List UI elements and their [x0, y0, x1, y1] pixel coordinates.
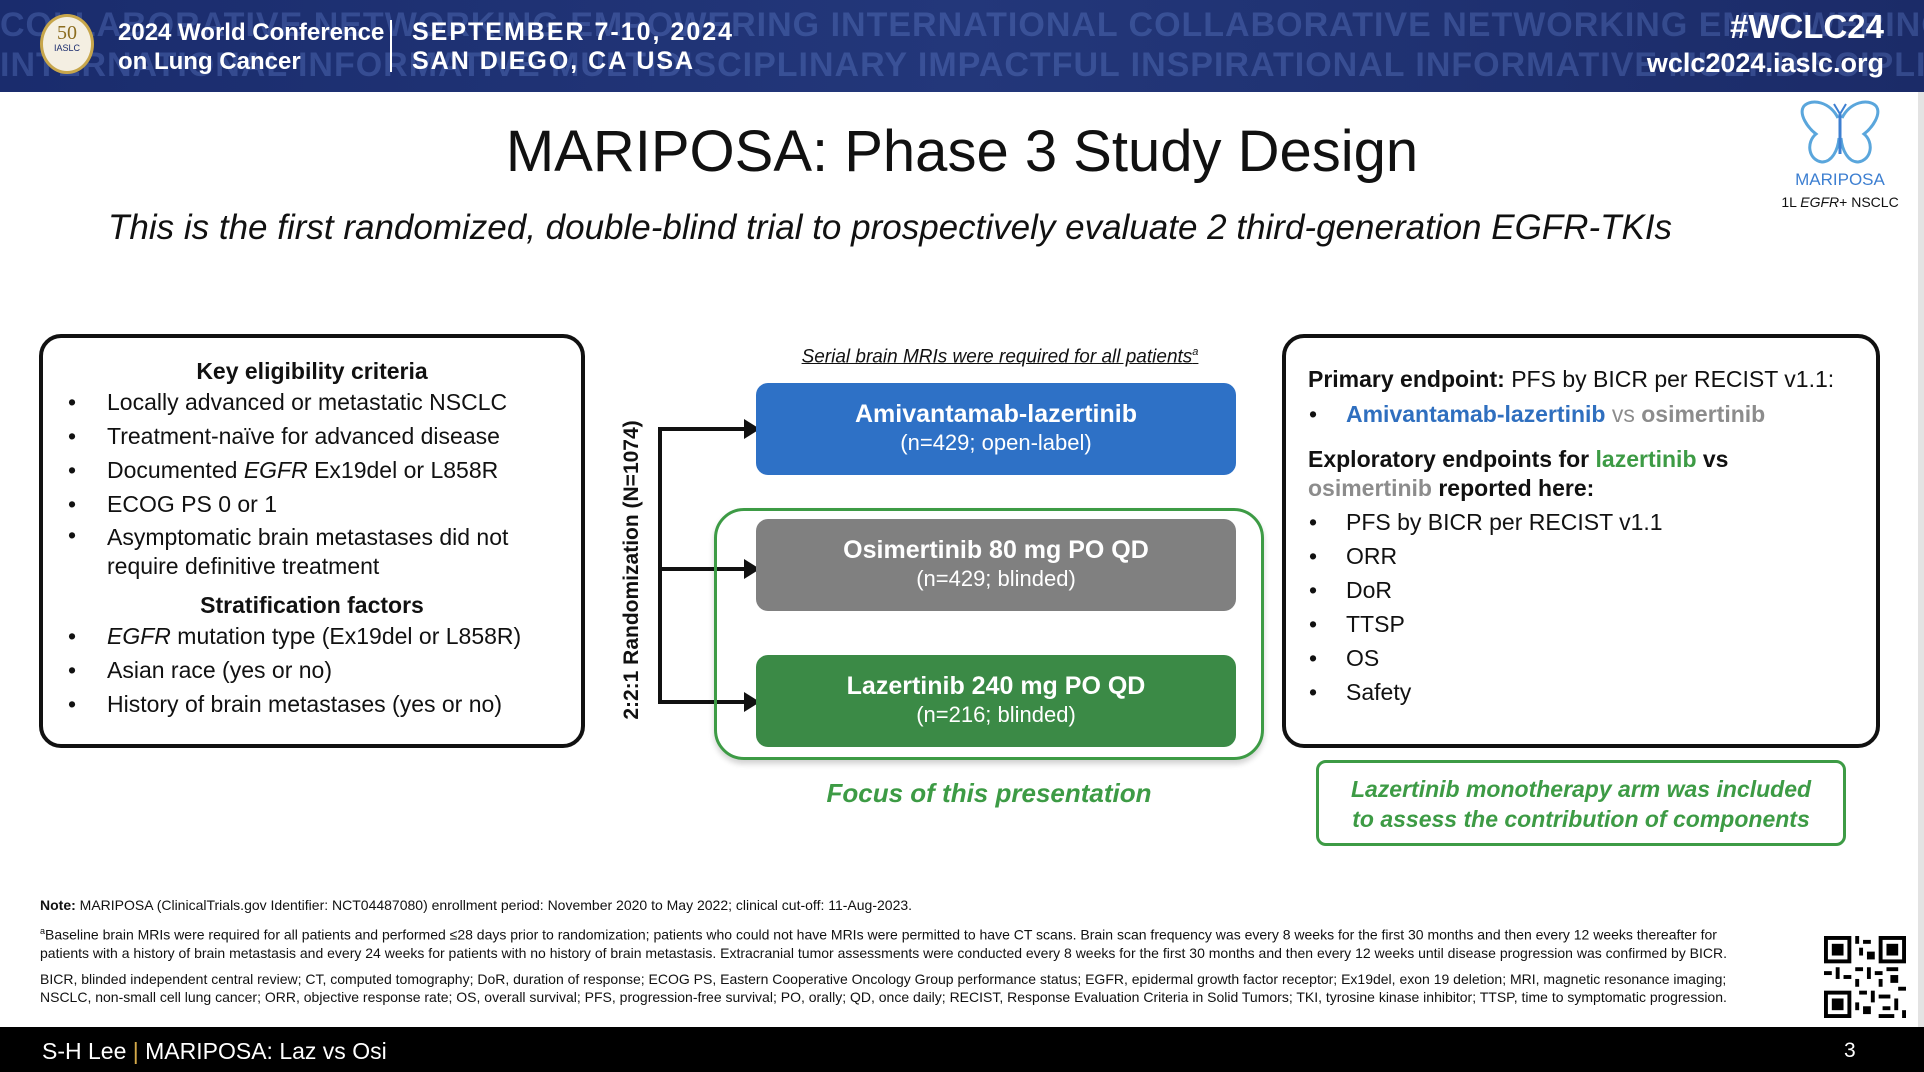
eligibility-heading: Key eligibility criteria — [196, 358, 428, 384]
list-item: Treatment-naïve for advanced disease — [43, 419, 581, 453]
qr-code-icon[interactable] — [1824, 936, 1906, 1018]
eligibility-list: Locally advanced or metastatic NSCLC Tre… — [43, 385, 581, 584]
arm-name: Lazertinib 240 mg PO QD — [846, 672, 1146, 700]
list-item: Safety — [1286, 675, 1876, 709]
slide-subtitle: This is the first randomized, double-bli… — [108, 208, 1673, 247]
conference-banner: COLLABORATIVE NETWORKING EMPOWERING INTE… — [0, 0, 1924, 92]
arrow-arm1 — [658, 419, 760, 439]
conference-location: SAN DIEGO, CA USA — [412, 47, 696, 75]
arm-amivantamab-lazertinib: Amivantamab-lazertinib (n=429; open-labe… — [756, 383, 1236, 475]
list-item: Amivantamab-lazertinib vs osimertinib — [1286, 397, 1876, 431]
page-number: 3 — [1844, 1039, 1856, 1062]
abbreviations: BICR, blinded independent central review… — [40, 970, 1727, 1005]
list-item: ORR — [1286, 539, 1876, 573]
list-item: DoR — [1286, 573, 1876, 607]
focus-frame — [714, 508, 1264, 760]
list-item: History of brain metastases (yes or no) — [43, 687, 581, 721]
conference-hashtag: #WCLC24 — [1729, 8, 1884, 45]
exploratory-endpoints-heading: Exploratory endpoints for lazertinib vs … — [1308, 446, 1729, 501]
note-line: Note: MARIPOSA (ClinicalTrials.gov Ident… — [40, 897, 913, 913]
arm-detail: (n=429; blinded) — [916, 566, 1076, 591]
stratification-list: EGFR mutation type (Ex19del or L858R) As… — [43, 619, 581, 721]
randomization-connector — [658, 427, 662, 704]
list-item: EGFR mutation type (Ex19del or L858R) — [43, 619, 581, 653]
list-item: PFS by BICR per RECIST v1.1 — [1286, 505, 1876, 539]
primary-endpoint: Primary endpoint: PFS by BICR per RECIST… — [1308, 366, 1835, 392]
footer-text: S-H Lee | MARIPOSA: Laz vs Osi — [42, 1038, 387, 1064]
logo-number: 50 — [57, 22, 77, 44]
banner-watermark-row2: INTERNATIONAL INFORMATIVE MULTIDISCIPLIN… — [0, 46, 1924, 84]
stratification-heading: Stratification factors — [200, 592, 424, 618]
iaslc-50-logo: 50 IASLC — [40, 14, 94, 74]
logo-study-name: MARIPOSA — [1795, 170, 1885, 189]
list-item: Documented EGFR Ex19del or L858R — [43, 453, 581, 487]
arm-name: Amivantamab-lazertinib — [854, 400, 1137, 428]
banner-divider — [390, 20, 392, 72]
arm-osimertinib: Osimertinib 80 mg PO QD (n=429; blinded) — [756, 519, 1236, 611]
list-item: ECOG PS 0 or 1 — [43, 487, 581, 521]
slide-footer: S-H Lee | MARIPOSA: Laz vs Osi 3 — [0, 1027, 1924, 1072]
exploratory-endpoints-list: PFS by BICR per RECIST v1.1 ORR DoR TTSP… — [1286, 505, 1876, 709]
primary-endpoint-list: Amivantamab-lazertinib vs osimertinib — [1286, 397, 1876, 431]
conference-date-line1: SEPTEMBER 7-10, 2024 — [412, 18, 735, 46]
eligibility-box: Key eligibility criteria Locally advance… — [39, 334, 585, 748]
focus-label: Focus of this presentation — [826, 778, 1152, 808]
arm-detail: (n=216; blinded) — [916, 702, 1076, 727]
endpoints-box: Primary endpoint: PFS by BICR per RECIST… — [1282, 334, 1880, 748]
serial-mri-note: Serial brain MRIs were required for all … — [801, 346, 1199, 368]
arm-lazertinib: Lazertinib 240 mg PO QD (n=216; blinded) — [756, 655, 1236, 747]
list-item: Asian race (yes or no) — [43, 653, 581, 687]
conference-name-line2: on Lung Cancer — [118, 48, 301, 75]
logo-indication: 1L EGFR+ NSCLC — [1781, 194, 1899, 210]
logo-text: IASLC — [53, 43, 80, 53]
conference-name: 2024 World Conference on Lung Cancer — [118, 18, 384, 76]
list-item: Asymptomatic brain metastases did notreq… — [43, 521, 581, 584]
slide-edge — [1918, 92, 1924, 1027]
mariposa-logo: MARIPOSA 1L EGFR+ NSCLC — [1776, 98, 1904, 210]
banner-watermark-row1: COLLABORATIVE NETWORKING EMPOWERING INTE… — [0, 6, 1924, 44]
conference-date: SEPTEMBER 7-10, 2024 SAN DIEGO, CA USA — [412, 18, 734, 76]
slide-title: MARIPOSA: Phase 3 Study Design — [505, 119, 1419, 184]
conference-website[interactable]: wclc2024.iaslc.org — [1646, 48, 1884, 78]
list-item: Locally advanced or metastatic NSCLC — [43, 385, 581, 419]
randomization-label: 2:2:1 Randomization (N=1074) — [620, 420, 643, 720]
list-item: TTSP — [1286, 607, 1876, 641]
arm-name: Osimertinib 80 mg PO QD — [843, 536, 1149, 564]
footnote-a: aBaseline brain MRIs were required for a… — [40, 926, 1728, 961]
conference-name-line1: 2024 World Conference — [118, 19, 385, 46]
slide-notes: Note: MARIPOSA (ClinicalTrials.gov Ident… — [40, 896, 1780, 1014]
list-item: OS — [1286, 641, 1876, 675]
lazertinib-rationale-note: Lazertinib monotherapy arm was included … — [1316, 760, 1846, 846]
arm-detail: (n=429; open-label) — [900, 430, 1092, 455]
butterfly-icon — [1800, 100, 1880, 164]
